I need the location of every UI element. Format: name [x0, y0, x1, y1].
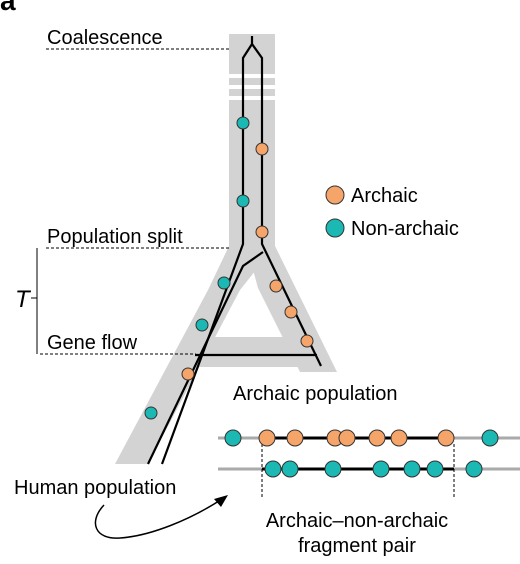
non-archaic-allele-marker — [372, 460, 390, 478]
t-label: T — [15, 286, 32, 313]
dashed-guides — [40, 48, 231, 355]
tree-mutations — [144, 116, 314, 420]
archaic-allele-marker — [258, 429, 276, 447]
non-archaic-allele-marker — [426, 460, 444, 478]
archaic-allele-marker — [286, 429, 304, 447]
legend-archaic-swatch — [325, 185, 345, 205]
non-archaic-allele-marker — [465, 460, 483, 478]
non-archaic-allele-marker — [403, 460, 421, 478]
non-archaic-mutation — [144, 406, 158, 420]
panel-label: a — [0, 0, 16, 16]
non-archaic-allele-marker — [264, 460, 282, 478]
archaic-mutation — [284, 305, 298, 319]
legend-archaic-label: Archaic — [351, 185, 418, 207]
non-archaic-allele-marker — [224, 429, 242, 447]
non-archaic-allele-marker — [324, 460, 342, 478]
non-archaic-allele-marker — [481, 429, 499, 447]
human-population-label: Human population — [14, 477, 176, 499]
legend-non-archaic-label: Non-archaic — [351, 218, 459, 240]
non-archaic-mutation — [236, 116, 250, 130]
archaic-allele-marker — [437, 429, 455, 447]
archaic-allele-marker — [390, 429, 408, 447]
curved-arrow — [94, 495, 228, 539]
gene-flow-label: Gene flow — [47, 332, 138, 354]
non-archaic-mutation — [236, 194, 250, 208]
archaic-mutation — [255, 142, 269, 156]
fragment-pair-label-line2: fragment pair — [298, 535, 416, 557]
human-lineage-line — [147, 251, 264, 465]
fragment-pair-label-line1: Archaic–non-archaic — [266, 510, 448, 532]
archaic-mutation — [269, 279, 283, 293]
non-archaic-lineage-line — [160, 36, 254, 465]
non-archaic-mutation — [195, 318, 209, 332]
population-split-label: Population split — [47, 226, 183, 248]
legend: Archaic Non-archaic — [325, 185, 459, 240]
archaic-mutation — [181, 367, 195, 381]
t-bracket — [31, 248, 38, 354]
non-archaic-mutation — [217, 276, 231, 290]
human-fragment-markers — [264, 460, 483, 478]
archaic-mutation — [300, 334, 314, 348]
archaic-mutation — [255, 225, 269, 239]
archaic-population-label: Archaic population — [233, 383, 398, 405]
non-archaic-allele-marker — [281, 460, 299, 478]
archaic-fragment-markers — [224, 429, 499, 447]
archaic-allele-marker — [368, 429, 386, 447]
coalescence-label: Coalescence — [47, 27, 163, 49]
archaic-allele-marker — [338, 429, 356, 447]
legend-non-archaic-swatch — [325, 218, 345, 238]
